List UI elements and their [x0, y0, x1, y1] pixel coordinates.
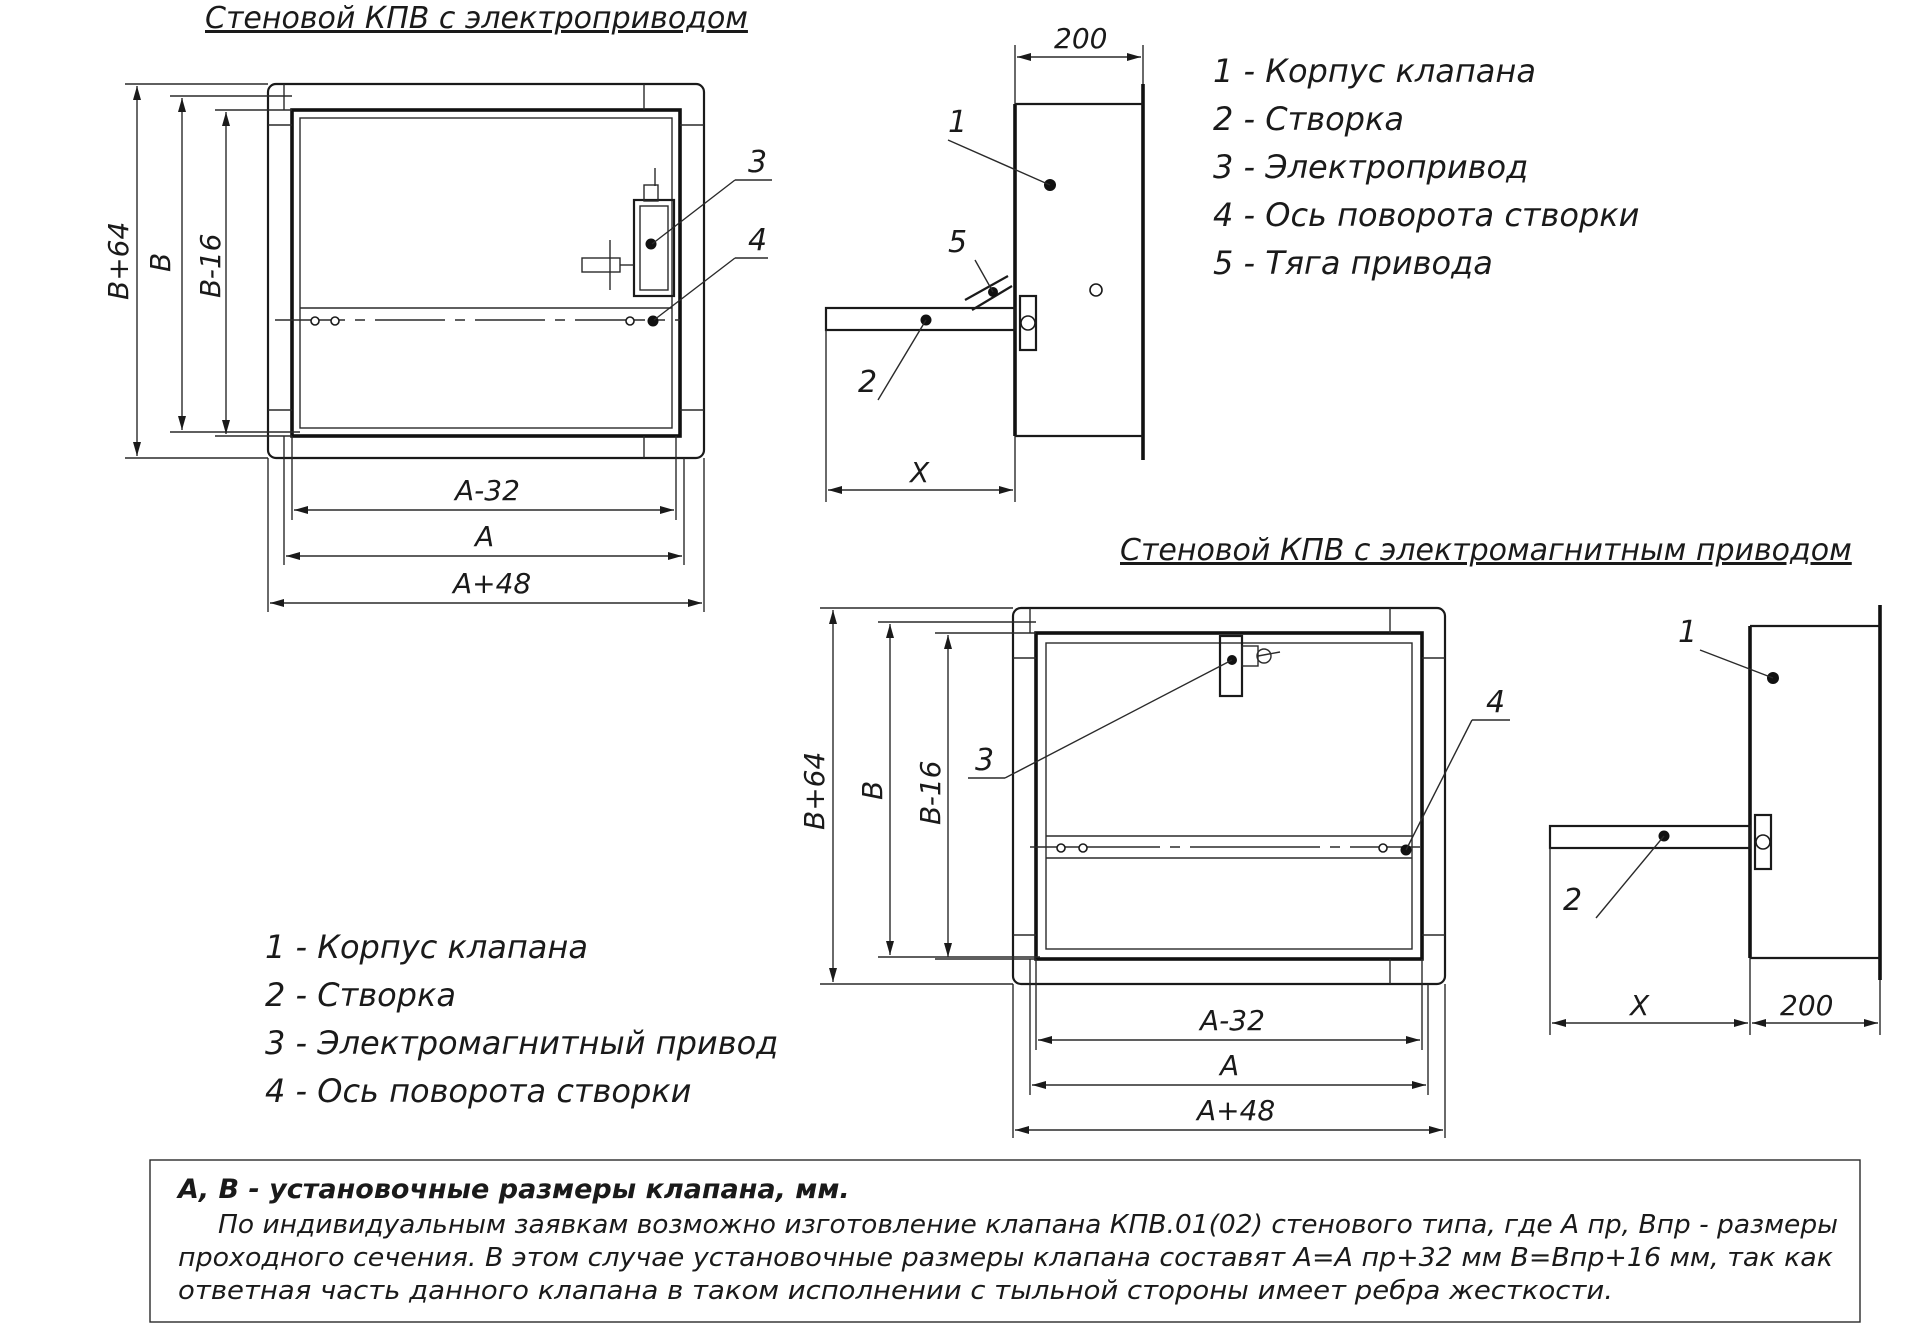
bottom-dim-b: B — [856, 781, 889, 800]
bottom-front-view — [1011, 606, 1447, 986]
note-line-1: По индивидуальным заявкам возможно изгот… — [218, 1210, 1838, 1240]
bottom-legend-item-3: 3 - Электромагнитный привод — [265, 1024, 778, 1062]
bottom-front-dims-horizontal: A-32 A A+48 — [1012, 959, 1446, 1138]
bottom-dim-a: A — [1218, 1049, 1239, 1082]
bottom-legend: 1 - Корпус клапана 2 - Створка 3 - Элект… — [265, 928, 778, 1110]
top-section-title: Стеновой КПВ с электроприводом — [205, 1, 748, 36]
top-legend-item-2: 2 - Створка — [1213, 100, 1404, 138]
top-legend-item-3: 3 - Электропривод — [1213, 148, 1528, 186]
bottom-dim-a48: A+48 — [1195, 1094, 1275, 1127]
top-dim-b: B — [144, 253, 177, 272]
top-dim-b16: B-16 — [194, 234, 227, 298]
top-dim-a48: A+48 — [451, 567, 531, 600]
top-side-callout-2: 2 — [858, 365, 877, 400]
bottom-side-callout-1: 1 — [1678, 615, 1697, 650]
top-front-callouts: 3 4 — [651, 145, 772, 321]
top-callout-3: 3 — [748, 145, 767, 180]
bottom-side-view: X 200 1 2 — [1548, 605, 1882, 1035]
top-front-dims-horizontal: A-32 A A+48 — [267, 436, 705, 612]
top-side-callout-5: 5 — [948, 225, 967, 260]
bottom-dim-x: X — [1628, 989, 1650, 1022]
bottom-dim-b16: B-16 — [914, 761, 947, 825]
top-side-view: 200 X 1 5 2 — [824, 22, 1145, 502]
note-box: А, В - установочные размеры клапана, мм.… — [149, 1159, 1861, 1323]
top-dim-x: X — [908, 456, 930, 489]
bottom-dim-b64: B+64 — [798, 752, 831, 830]
bottom-legend-item-2: 2 - Створка — [265, 976, 456, 1014]
note-heading: А, В - установочные размеры клапана, мм. — [176, 1174, 850, 1205]
bottom-legend-item-4: 4 - Ось поворота створки — [265, 1072, 691, 1110]
top-dim-a32: A-32 — [453, 474, 520, 507]
bottom-dim-a32: A-32 — [1198, 1004, 1265, 1037]
top-callout-4: 4 — [748, 223, 767, 258]
bottom-electromagnetic-actuator — [1218, 634, 1281, 698]
bottom-dim-200: 200 — [1780, 989, 1833, 1022]
note-line-3: ответная часть данного клапана в таком и… — [178, 1276, 1613, 1306]
top-side-callout-1: 1 — [948, 105, 967, 140]
top-electric-actuator — [581, 168, 676, 298]
top-dim-200: 200 — [1054, 22, 1107, 55]
top-front-view — [266, 82, 706, 460]
top-legend-item-4: 4 - Ось поворота створки — [1213, 196, 1639, 234]
bottom-front-dims-vertical: B+64 B B-16 — [798, 607, 1040, 985]
bottom-section-title: Стеновой КПВ с электромагнитным приводом — [1120, 533, 1852, 568]
top-dim-a: A — [473, 520, 494, 553]
bottom-callout-3: 3 — [975, 743, 994, 778]
top-legend-item-1: 1 - Корпус клапана — [1213, 52, 1536, 90]
bottom-callout-4: 4 — [1486, 685, 1505, 720]
top-legend-item-5: 5 - Тяга привода — [1213, 244, 1493, 282]
top-dim-b64: B+64 — [102, 222, 135, 300]
bottom-front-callouts: 3 4 — [968, 659, 1510, 851]
note-line-2: проходного сечения. В этом случае устано… — [178, 1243, 1833, 1273]
top-legend: 1 - Корпус клапана 2 - Створка 3 - Элект… — [1213, 52, 1639, 282]
top-front-dims-vertical: B+64 B B-16 — [102, 83, 300, 459]
bottom-legend-item-1: 1 - Корпус клапана — [265, 928, 588, 966]
bottom-side-callout-2: 2 — [1563, 883, 1582, 918]
